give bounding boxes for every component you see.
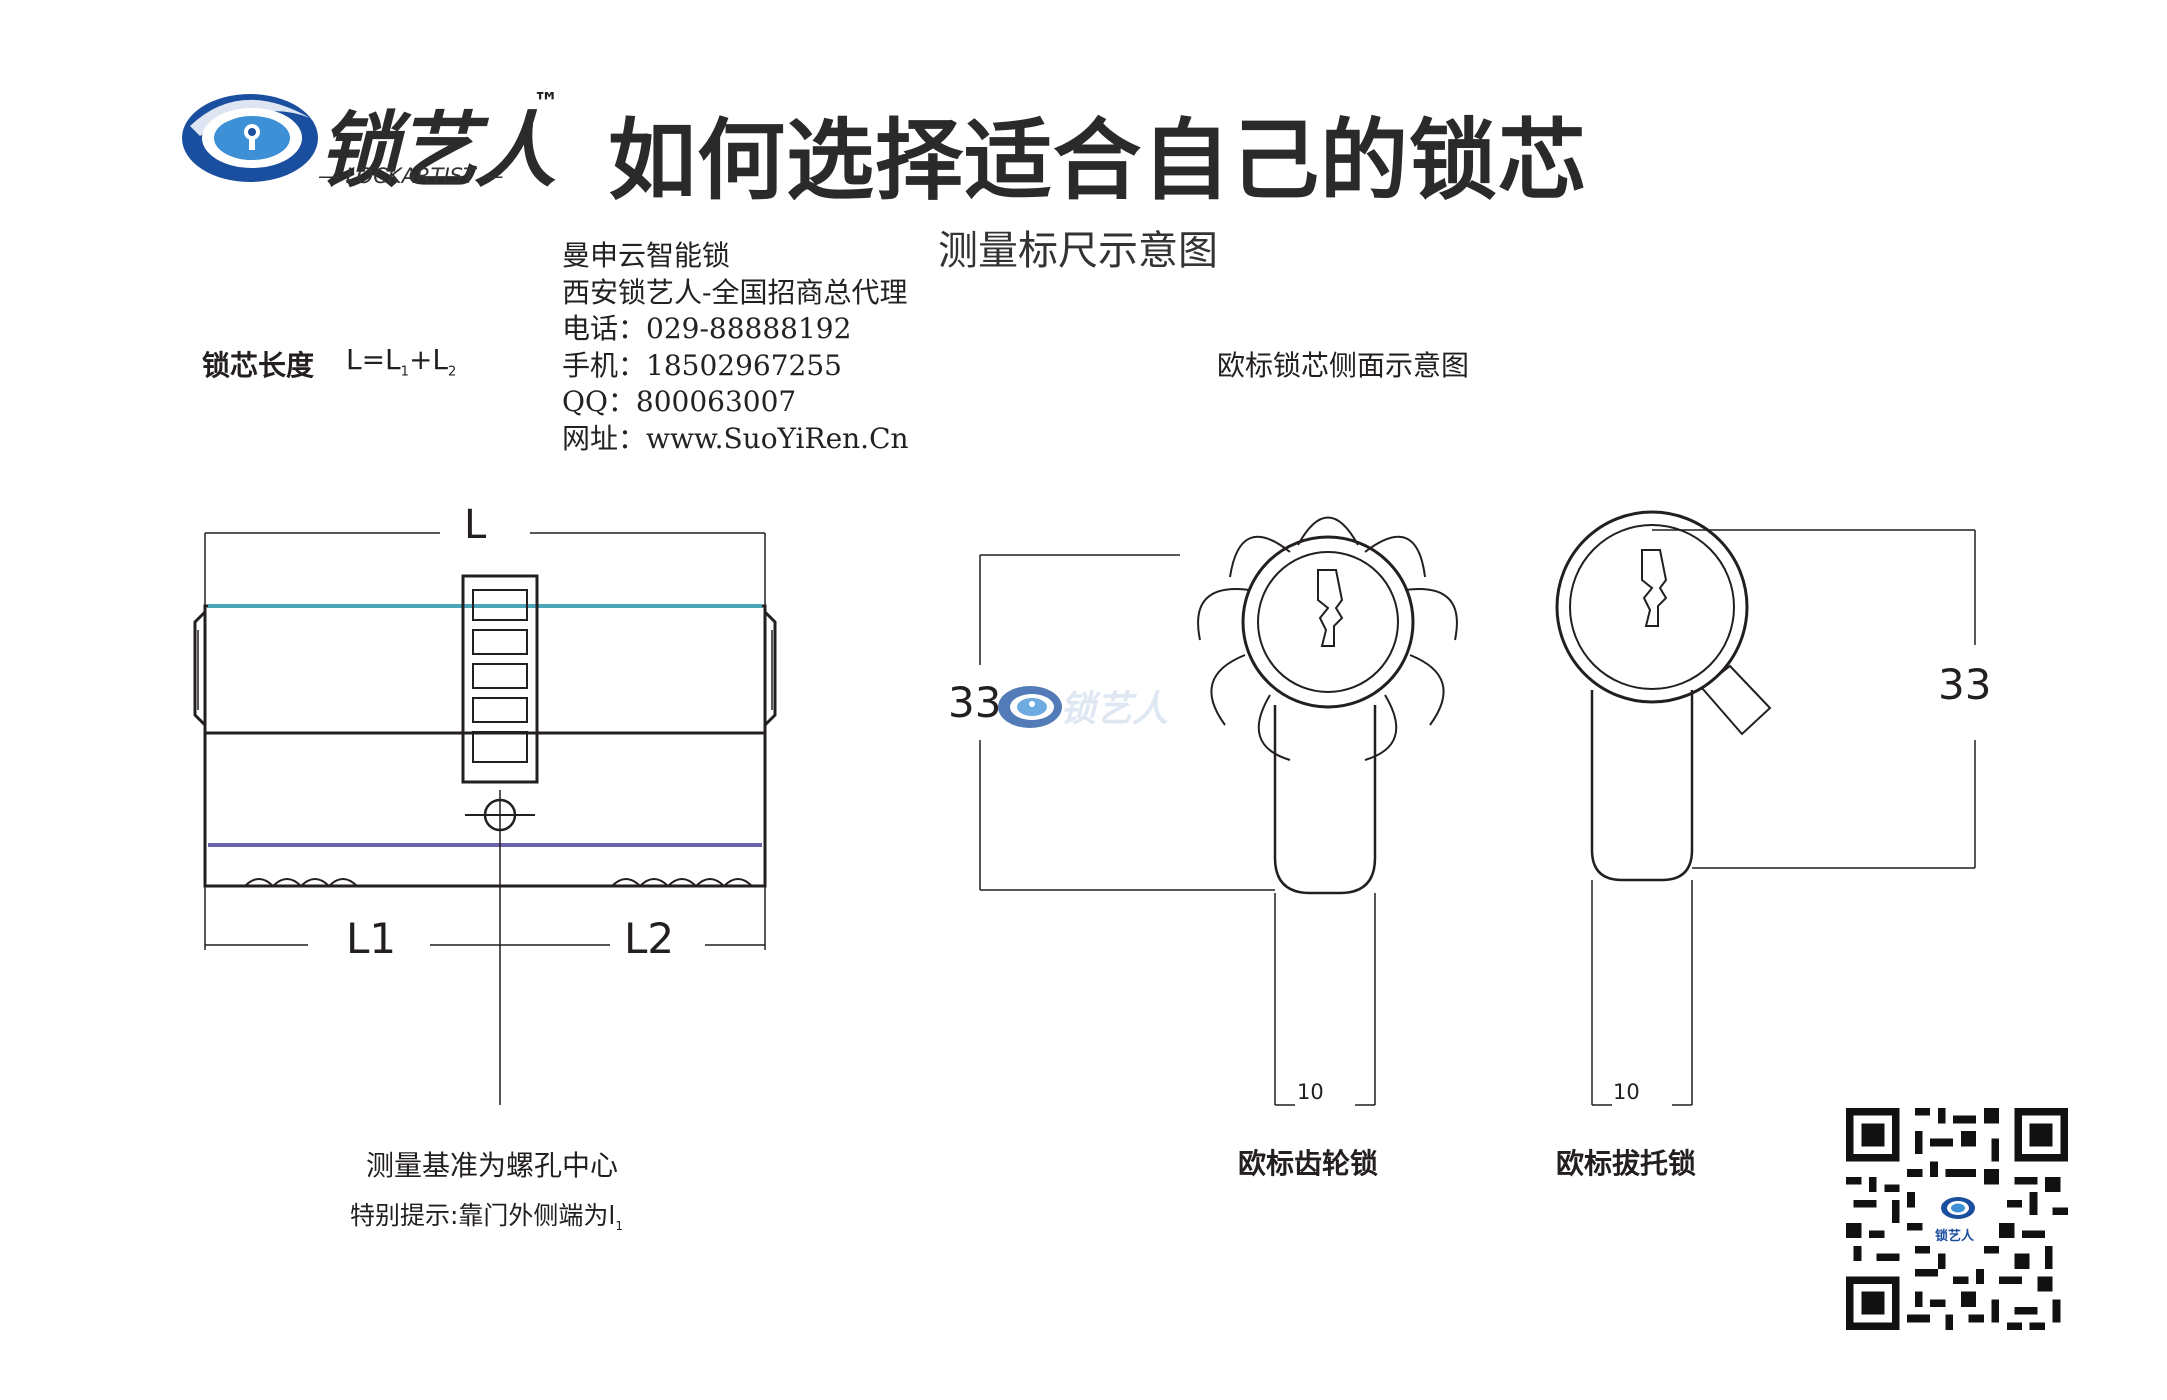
trademark-symbol: ™ [533, 88, 559, 118]
dimension-width-pull: 10 [1613, 1080, 1640, 1104]
gear-lock-caption: 欧标齿轮锁 [1238, 1147, 1379, 1180]
formula-sub: 2 [448, 364, 457, 380]
contact-line: 网址：www.SuoYiRen.Cn [562, 421, 909, 455]
length-formula: L=L1+L2 [346, 343, 456, 380]
dimension-L: L [464, 502, 487, 548]
brand-subtitle: — LOCKARTIST — [318, 164, 504, 188]
contact-line: 西安锁艺人-全国招商总代理 [562, 275, 908, 309]
formula-part: L=L [346, 343, 401, 376]
dimension-height-pull: 33 [1938, 660, 1992, 709]
lockartist-logo-icon [182, 94, 318, 182]
dimension-width-gear: 10 [1297, 1080, 1324, 1104]
special-note-sub: 1 [615, 1219, 624, 1233]
contact-line: QQ：800063007 [562, 385, 797, 418]
special-note: 特别提示:靠门外侧端为l1 [350, 1196, 623, 1233]
dimension-L2: L2 [624, 914, 675, 963]
contact-block: 曼申云智能锁 西安锁艺人-全国招商总代理 电话：029-88888192 手机：… [562, 238, 909, 457]
contact-line: 电话：029-88888192 [562, 312, 852, 345]
contact-line: 手机：18502967255 [562, 348, 842, 382]
brand-name: 锁艺人 [318, 104, 556, 199]
special-note-text: 特别提示:靠门外侧端为l [350, 1201, 616, 1230]
contact-line: 曼申云智能锁 [562, 239, 731, 272]
qr-logo-icon [1941, 1197, 1975, 1219]
formula-sub: 1 [400, 364, 409, 380]
page-subtitle: 测量标尺示意图 [938, 228, 1218, 274]
pull-lock-caption: 欧标拔托锁 [1556, 1147, 1697, 1180]
side-view-title: 欧标锁芯侧面示意图 [1217, 349, 1470, 382]
watermark-brand: 锁艺人 [1060, 689, 1169, 730]
dimension-L1: L1 [346, 914, 397, 963]
measure-basis-note: 测量基准为螺孔中心 [366, 1149, 619, 1182]
formula-part: +L [408, 343, 449, 376]
dimension-height-gear: 33 [948, 678, 1002, 727]
formula-label: 锁芯长度 [202, 349, 315, 382]
qr-logo-text: 锁艺人 [1935, 1229, 1975, 1244]
page-title: 如何选择适合自己的锁芯 [608, 109, 1588, 212]
